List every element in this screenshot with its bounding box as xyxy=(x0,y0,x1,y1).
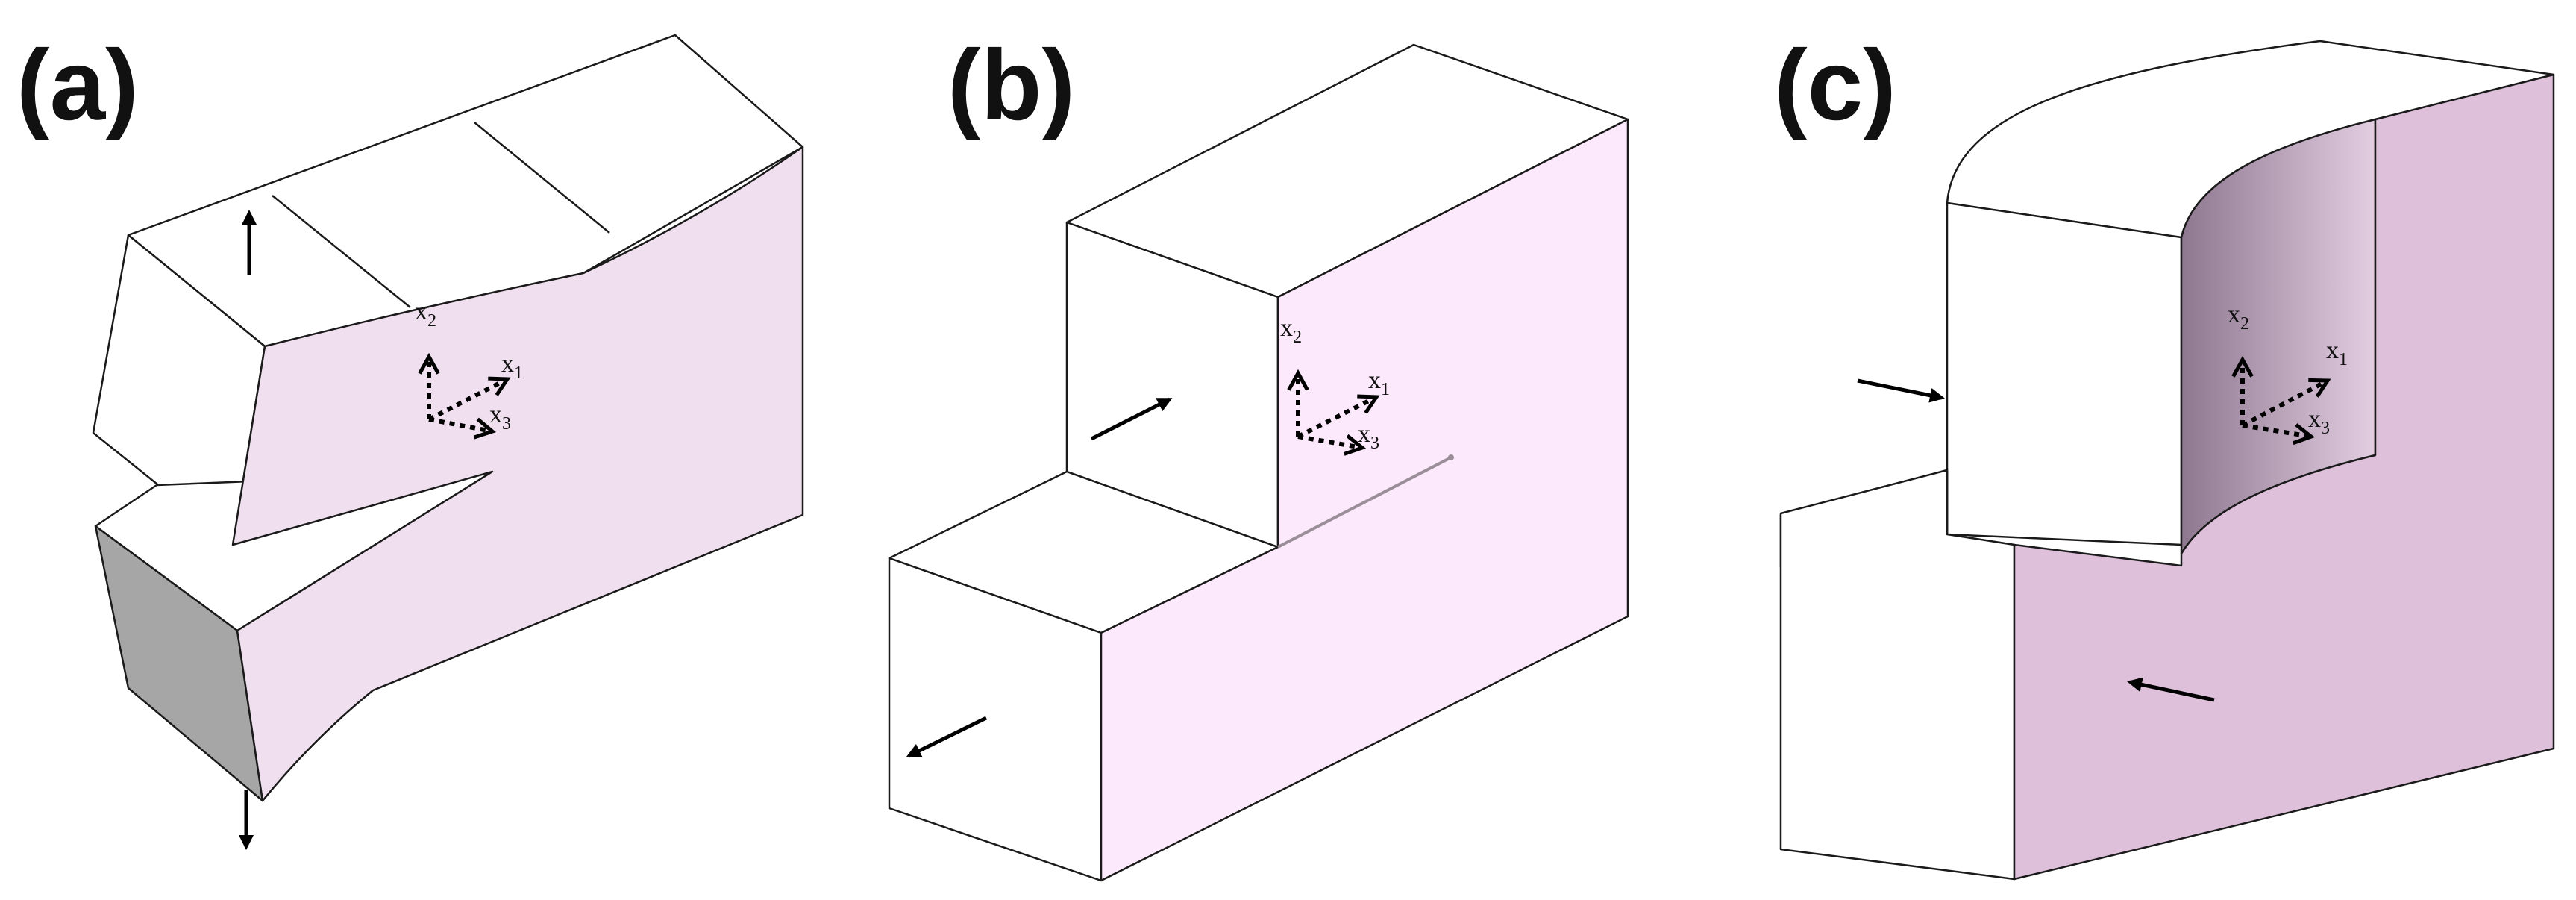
panel-c-x1-label: x1 xyxy=(2326,337,2348,369)
panel-b-axes: x2 x1 x3 xyxy=(1280,314,1390,453)
panel-c: (c) x2 x1 x3 xyxy=(1774,30,2555,881)
panel-c-x3-axis xyxy=(2242,423,2311,437)
panel-c-lower-arrow xyxy=(2127,677,2215,702)
panel-a-top-seam-1 xyxy=(272,195,411,308)
panel-a-top-seam-2 xyxy=(474,122,610,234)
panel-b: (b) x2 x1 x3 xyxy=(888,30,1629,882)
panel-c-upper-arrow xyxy=(1857,378,1945,403)
panel-a-x3-label: x3 xyxy=(489,401,511,434)
panel-b-x1-axis xyxy=(1297,397,1376,439)
panel-b-label: (b) xyxy=(947,30,1075,141)
panel-b-lower-arrow xyxy=(906,716,988,758)
panel-b-x3-label: x3 xyxy=(1358,420,1379,453)
panel-a-x1-axis xyxy=(427,379,507,422)
panel-b-crack-tip xyxy=(1448,454,1454,460)
panel-a-label: (a) xyxy=(16,30,139,141)
panel-a-front-face xyxy=(231,146,804,802)
panel-a-x2-label: x2 xyxy=(415,298,436,331)
panel-b-x3-axis xyxy=(1297,437,1362,448)
panel-b-upper-arrow xyxy=(1090,397,1173,441)
panel-b-crack-line xyxy=(1277,456,1452,549)
panel-c-axes: x2 x1 x3 xyxy=(2228,301,2348,438)
panel-a-x1-label: x1 xyxy=(501,350,523,383)
panel-a: (a) x2 x1 x3 xyxy=(16,30,804,850)
panel-c-x2-label: x2 xyxy=(2228,301,2249,334)
panel-b-x2-label: x2 xyxy=(1280,314,1302,347)
panel-c-x3-label: x3 xyxy=(2308,405,2330,438)
panel-c-upper-left-face xyxy=(1946,201,2183,546)
panel-a-x3-axis xyxy=(428,417,492,431)
panel-a-axes: x2 x1 x3 xyxy=(415,298,523,434)
panel-b-x1-label: x1 xyxy=(1368,366,1390,399)
panel-c-label: (c) xyxy=(1774,30,1896,141)
panel-c-front-face xyxy=(2013,73,2555,881)
